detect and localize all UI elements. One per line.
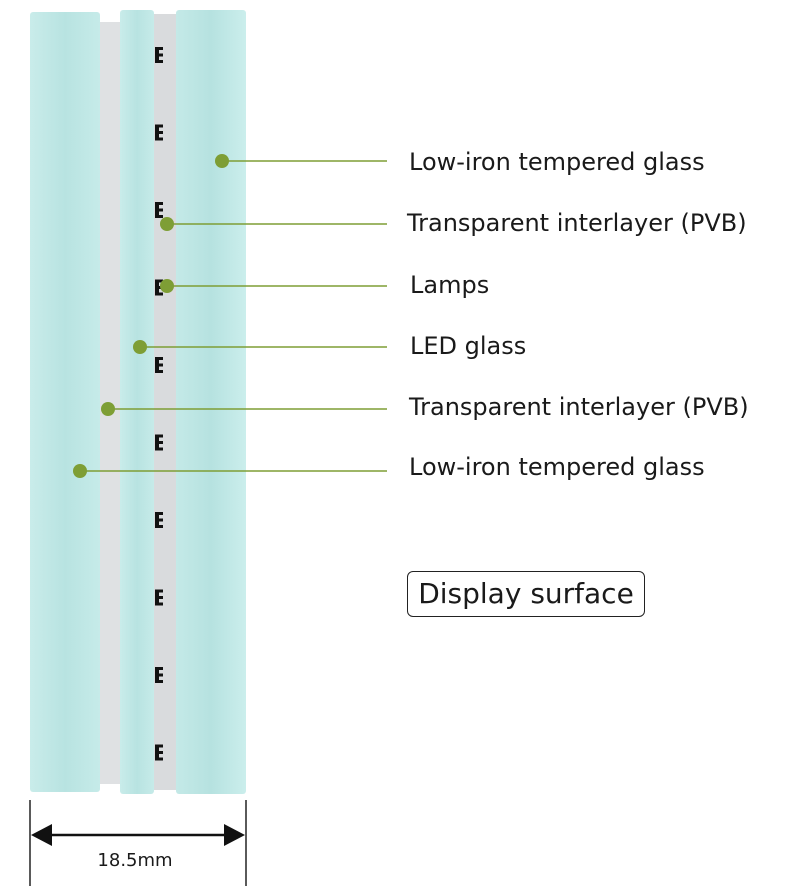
lamp-icon bbox=[155, 47, 163, 63]
lamp-stroke bbox=[155, 757, 163, 761]
lamp-stroke bbox=[155, 292, 163, 296]
lamp-stroke bbox=[155, 744, 163, 748]
lamp-stroke bbox=[155, 673, 163, 677]
left-tempered-glass bbox=[30, 12, 100, 792]
leader-dot-1 bbox=[215, 154, 229, 168]
lamp-stroke bbox=[155, 202, 163, 205]
lamp-stroke bbox=[155, 434, 163, 438]
leader-dot-6 bbox=[73, 464, 87, 478]
lamp-stroke bbox=[155, 525, 163, 528]
lamp-stroke bbox=[155, 602, 163, 606]
display-surface-box: Display surface bbox=[407, 571, 645, 617]
lamp-stroke bbox=[155, 751, 163, 754]
lamp-icon bbox=[155, 512, 163, 528]
lamp-stroke bbox=[155, 124, 163, 128]
leader-lines bbox=[80, 160, 387, 472]
lamp-icon bbox=[155, 279, 163, 296]
led-glass bbox=[120, 10, 154, 794]
label-pvb-interlayer-top: Transparent interlayer (PVB) bbox=[407, 209, 747, 237]
lamp-icon bbox=[155, 357, 163, 373]
lamp-stroke bbox=[155, 208, 163, 212]
label-lamps: Lamps bbox=[410, 271, 490, 299]
lamp-stroke bbox=[155, 680, 163, 683]
label-low-iron-glass-bottom: Low-iron tempered glass bbox=[409, 453, 705, 481]
label-low-iron-glass-top: Low-iron tempered glass bbox=[409, 148, 705, 176]
lamp-stroke bbox=[155, 589, 163, 593]
lamp-stroke bbox=[155, 441, 163, 444]
right-tempered-glass bbox=[176, 10, 246, 794]
lamp-icon bbox=[155, 589, 163, 606]
lamp-icon bbox=[155, 124, 163, 141]
dimension-indicator bbox=[29, 800, 247, 886]
leader-dot-3 bbox=[160, 279, 174, 293]
lamp-stroke bbox=[155, 512, 163, 515]
lamp-icon bbox=[155, 434, 163, 451]
lamps-group bbox=[155, 47, 163, 761]
lamp-stroke bbox=[155, 137, 163, 141]
leader-dot-4 bbox=[133, 340, 147, 354]
label-led-glass: LED glass bbox=[410, 332, 527, 360]
lamp-stroke bbox=[155, 47, 163, 50]
dimension-arrow-right bbox=[224, 824, 245, 846]
lamp-stroke bbox=[155, 286, 163, 289]
label-pvb-interlayer-bottom: Transparent interlayer (PVB) bbox=[409, 393, 749, 421]
lamp-stroke bbox=[155, 596, 163, 599]
lamp-stroke bbox=[155, 357, 163, 360]
dimension-arrow-left bbox=[31, 824, 52, 846]
lamp-icon bbox=[155, 667, 163, 683]
lamp-icon bbox=[155, 202, 163, 218]
lamp-stroke bbox=[155, 363, 163, 367]
leader-dot-2 bbox=[160, 217, 174, 231]
lamp-stroke bbox=[155, 131, 163, 134]
lamp-stroke bbox=[155, 53, 163, 57]
lamp-stroke bbox=[155, 60, 163, 63]
lamp-stroke bbox=[155, 518, 163, 522]
lamp-stroke bbox=[155, 279, 163, 283]
leader-dots bbox=[73, 154, 229, 478]
lamp-icon bbox=[155, 744, 163, 761]
lamp-stroke bbox=[155, 370, 163, 373]
lamp-stroke bbox=[155, 447, 163, 451]
lamp-stroke bbox=[155, 667, 163, 670]
lamp-stroke bbox=[155, 215, 163, 218]
dimension-label: 18.5mm bbox=[97, 850, 173, 871]
leader-dot-5 bbox=[101, 402, 115, 416]
